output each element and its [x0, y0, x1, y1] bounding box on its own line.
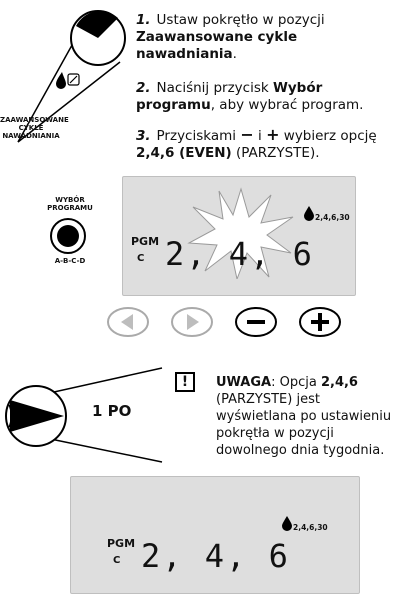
program-letters: A-B-C-D [54, 257, 86, 265]
left-arrow-icon [121, 314, 133, 330]
right-arrow-button[interactable] [170, 306, 214, 338]
schedule-tag: 2,4,6,30 [293, 523, 328, 532]
water-drop-icon [304, 206, 314, 221]
lcd-digits: 2, 4, 6 [141, 537, 290, 575]
warning-icon: ! [175, 372, 195, 392]
plus-symbol: + [266, 125, 280, 144]
step-2: 2.Naciśnij przycisk Wybór programu, aby … [136, 80, 364, 113]
dial-day-label: 1 PO [92, 402, 132, 420]
water-drop-icon [282, 516, 292, 531]
dial-illustration-advanced [17, 10, 126, 143]
note-text: UWAGA: Opcja 2,4,6 (PARZYSTE) jest wyświ… [216, 375, 392, 458]
program-button-label: WYBÓR PROGRAMU [47, 196, 93, 212]
dial-illustration-day [5, 367, 163, 463]
program-letter: C [113, 555, 121, 566]
step-1: 1.Ustaw pokrętło w pozycji Zaawansowane … [136, 12, 325, 62]
left-arrow-button[interactable] [106, 306, 150, 338]
lcd-digits: 2, 4, 6 [165, 235, 314, 273]
plus-button[interactable] [298, 306, 342, 338]
flash-burst-icon [187, 187, 294, 279]
lcd-display-2: PGM C 2, 4, 6 2,4,6,30 [70, 476, 360, 594]
dial-label: ZAAWANSOWANE CYKLE NAWADNIANIA [0, 116, 69, 140]
pgm-label: PGM [131, 235, 160, 248]
lcd-display-1: PGM C 2, 4, 6 2,4,6,30 [122, 176, 356, 296]
water-drop-icon [56, 72, 66, 89]
step-3: 3.Przyciskami − i + wybierz opcję 2,4,6 … [136, 125, 377, 161]
calendar-icon [67, 73, 80, 86]
minus-button[interactable] [234, 306, 278, 338]
schedule-tag: 2,4,6,30 [315, 213, 350, 222]
minus-symbol: − [240, 125, 254, 144]
program-letter: C [137, 253, 145, 264]
program-select-button[interactable] [48, 216, 88, 256]
pgm-label: PGM [107, 537, 136, 550]
minus-icon [247, 320, 265, 324]
right-arrow-icon [187, 314, 199, 330]
